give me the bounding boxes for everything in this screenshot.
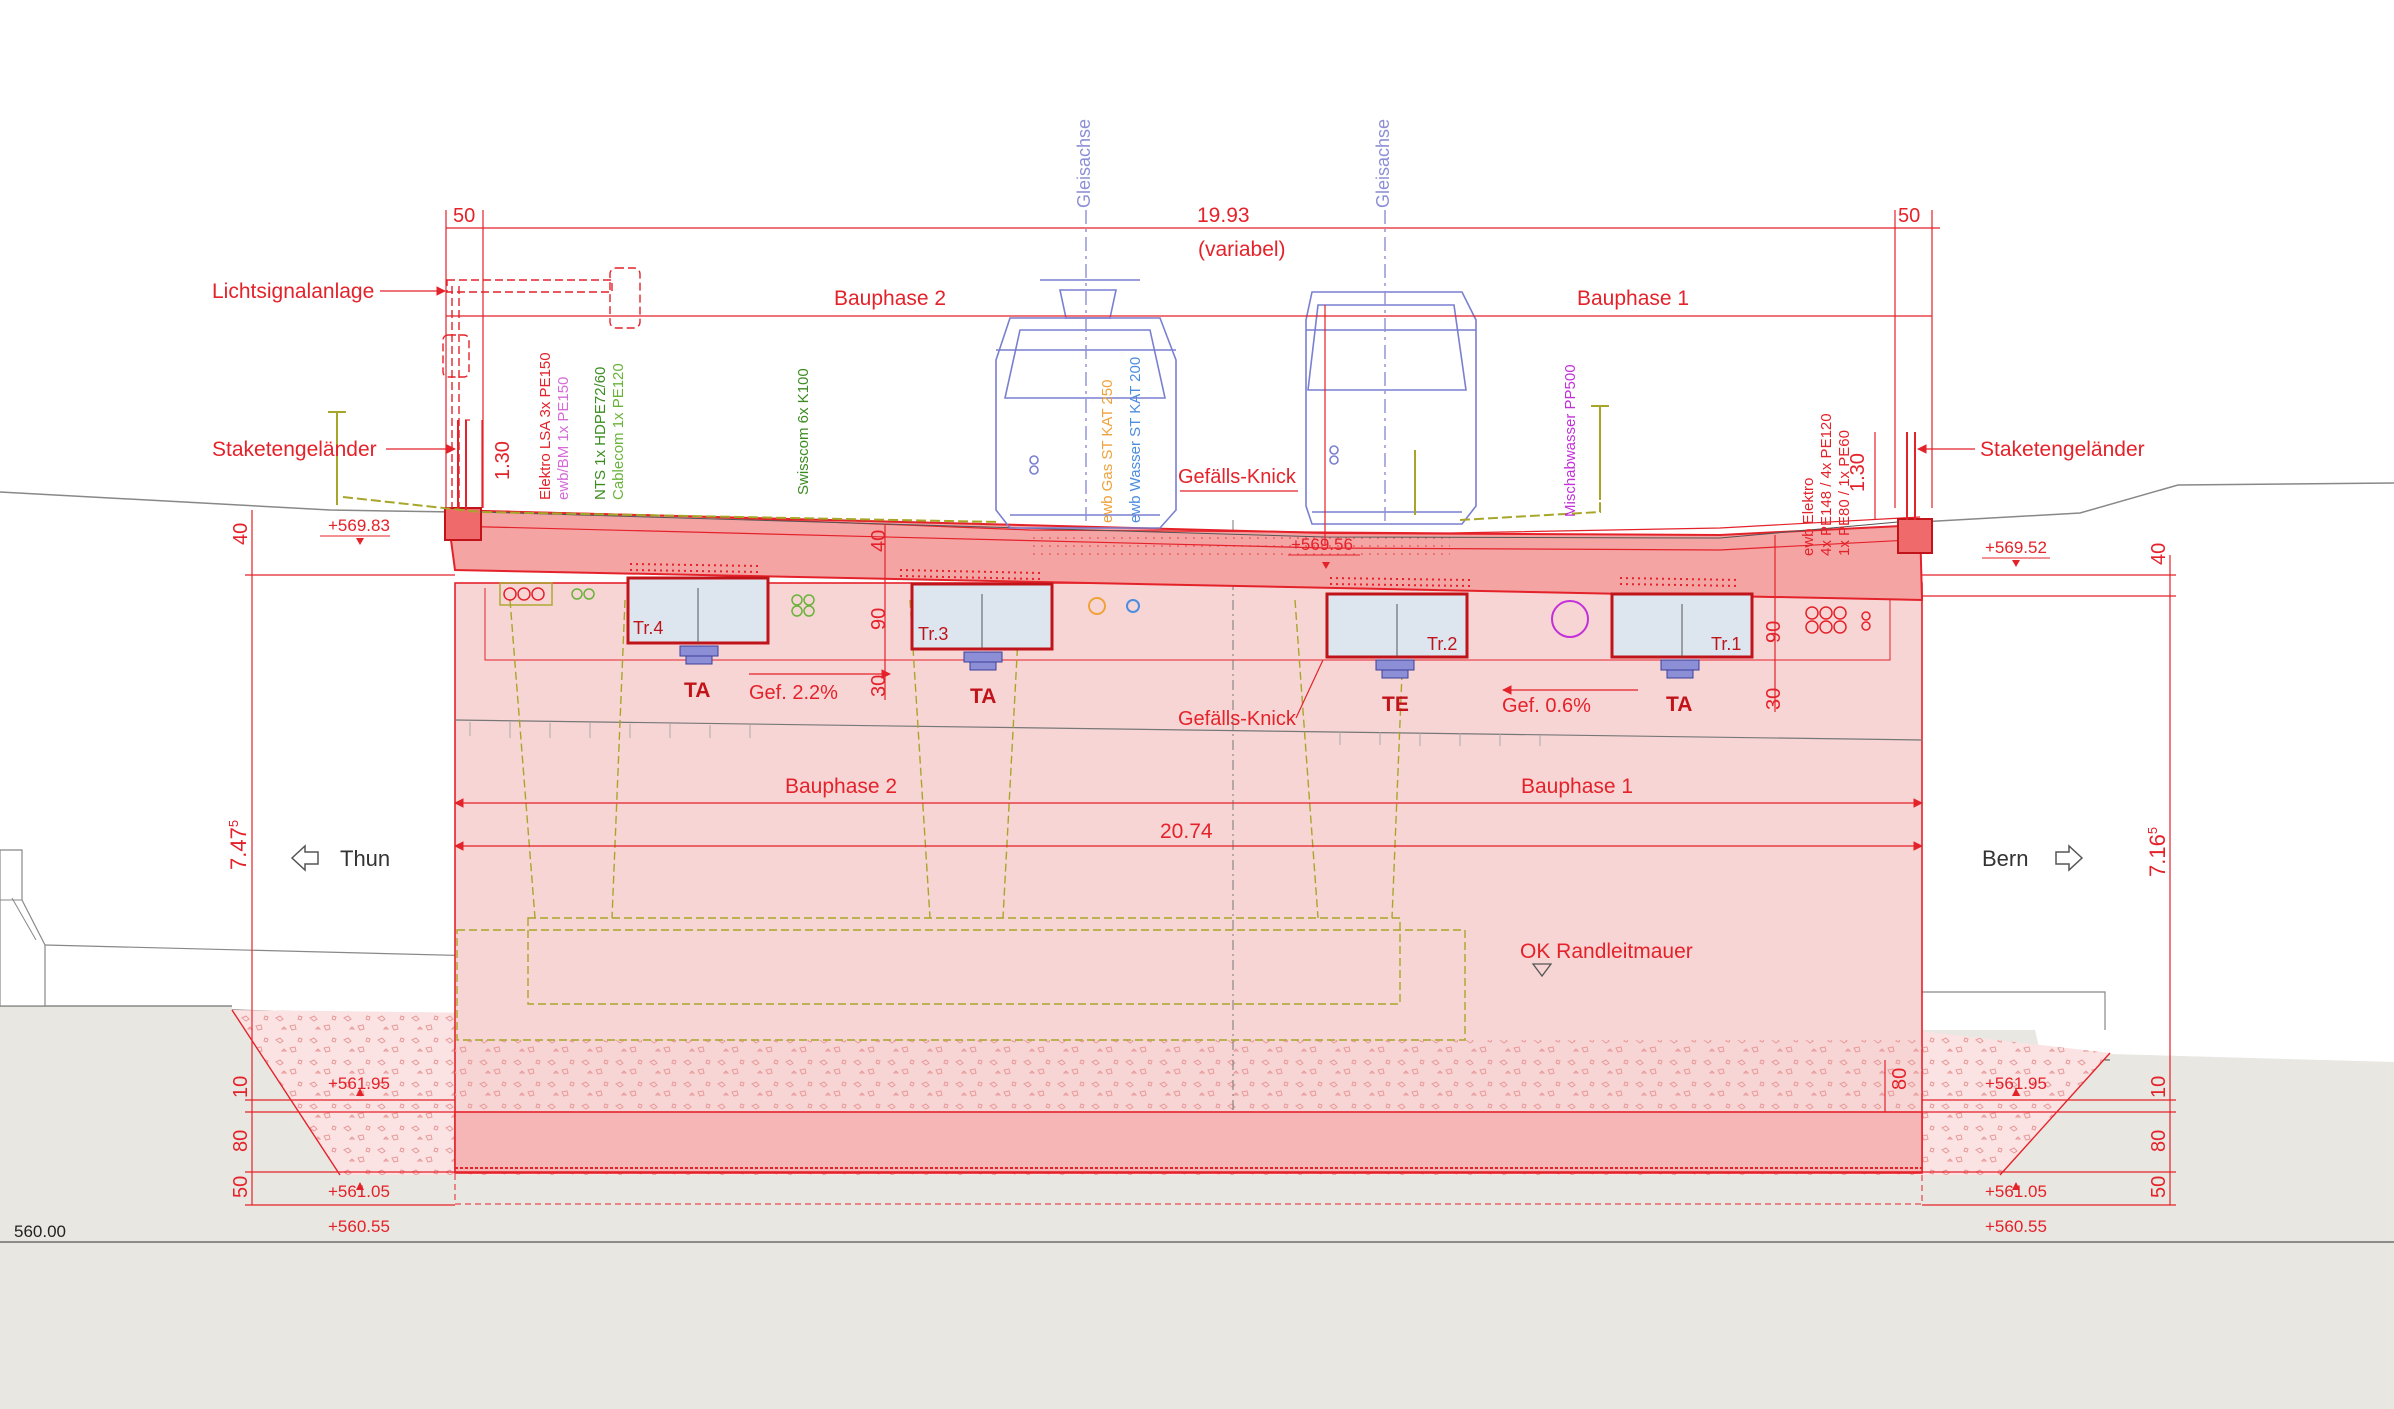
level-found-bot-left: +561.05 [328, 1182, 390, 1201]
dim-width-top: 19.93 [1197, 204, 1250, 227]
dim-found-50-right: 50 [2148, 1176, 2170, 1198]
direction-thun: Thun [340, 846, 390, 871]
gleisachse-right-label: Gleisachse [1373, 119, 1393, 208]
dim-web-90-left: 90 [868, 608, 890, 630]
dim-left-40: 40 [230, 523, 252, 545]
direction-bern: Bern [1982, 846, 2028, 871]
dim-found-10-right: 10 [2148, 1076, 2170, 1098]
tr3-label: Tr.3 [918, 624, 948, 644]
dim-found-10-left: 10 [230, 1076, 252, 1098]
bearing-te: TE [1382, 693, 1409, 716]
level-found-bot-right: +561.05 [1985, 1182, 2047, 1201]
slope-left-label: Gef. 2.2% [749, 682, 838, 704]
trough-tr1: Tr.1 [1610, 592, 1754, 659]
level-found-top-left: +561.95 [328, 1074, 390, 1093]
staketengelaender-right-label: Staketengeländer [1980, 438, 2145, 461]
slope-right-label: Gef. 0.6% [1502, 695, 1591, 717]
lichtsignalanlage-label: Lichtsignalanlage [212, 280, 374, 303]
bearings [679, 645, 1700, 679]
olive-lamp-poles [328, 405, 1609, 523]
tr2-label: Tr.2 [1427, 634, 1457, 654]
level-blind-left: +560.55 [328, 1217, 390, 1236]
utility-ewb-bm: ewb/BM 1x PE150 [555, 377, 572, 500]
bauphase2-mid-label: Bauphase 2 [785, 775, 897, 798]
conduits-right [1805, 606, 1871, 634]
dim-found-80-left: 80 [230, 1130, 252, 1152]
utility-ewb-elektro-1: ewb Elektro [1800, 478, 1817, 556]
railing-right [1906, 432, 1916, 520]
gleisachse-left-label: Gleisachse [1074, 119, 1094, 208]
level-blind-right: +560.55 [1985, 1217, 2047, 1236]
dim-width-bottom: 20.74 [1160, 820, 1213, 843]
randleitmauer-marker-icon [1531, 963, 1553, 978]
utility-ewb-wasser: ewb Wasser ST KAT 200 [1127, 357, 1144, 523]
dim-height-left: 7.475 [226, 820, 251, 870]
datum-level-label: 560.00 [14, 1222, 66, 1241]
dim-found-80-right: 80 [2148, 1130, 2170, 1152]
gefaells-knick-top: Gefälls-Knick [1178, 466, 1297, 488]
conduits-left [499, 582, 1589, 638]
utility-ewb-gas: ewb Gas ST KAT 250 [1099, 380, 1116, 523]
bauphase2-top-label: Bauphase 2 [834, 287, 946, 310]
left-vertical-dims [245, 510, 455, 1206]
level-deck-right: +569.52 [1985, 538, 2047, 557]
utility-nts: NTS 1x HDPE72/60 [592, 367, 609, 500]
dim-edge-left: 50 [453, 205, 475, 227]
thun-arrow-icon [290, 844, 319, 872]
dim-rail-height-left: 1.30 [492, 441, 514, 480]
trough-tr3: Tr.3 [910, 582, 1054, 651]
level-deck-left: +569.83 [328, 516, 390, 535]
dim-web-30-left: 30 [868, 675, 890, 697]
mid-dimensions [454, 798, 1923, 851]
tram-left [995, 279, 1177, 529]
top-dimensions [445, 210, 1940, 545]
tram-right [1305, 291, 1477, 525]
utility-mischabwasser: Mischabwasser PP500 [1562, 364, 1579, 517]
utility-swisscom: Swisscom 6x K100 [795, 368, 812, 495]
tr1-label: Tr.1 [1711, 634, 1741, 654]
trough-tr4: Tr.4 [626, 576, 770, 645]
utility-elektro-lsa: Elektro LSA 3x PE150 [537, 352, 554, 500]
bearing-ta-1: TA [684, 679, 710, 702]
bauphase1-mid-label: Bauphase 1 [1521, 775, 1633, 798]
dim-height-right: 7.165 [2145, 827, 2170, 877]
utility-ewb-elektro-2: 4x PE148 / 4x PE120 [1818, 413, 1835, 556]
dim-right-40: 40 [2148, 543, 2170, 565]
level-found-top-right: +561.95 [1985, 1074, 2047, 1093]
dim-variabel: (variabel) [1198, 238, 1286, 261]
bearing-ta-3: TA [1666, 693, 1692, 716]
dim-found-50-left: 50 [230, 1176, 252, 1198]
dim-edge-right: 50 [1898, 205, 1920, 227]
ok-randleitmauer-label: OK Randleitmauer [1520, 940, 1693, 963]
dim-web-40: 40 [868, 530, 890, 552]
bearing-ta-2: TA [970, 685, 996, 708]
utility-cablecom: Cablecom 1x PE120 [610, 363, 627, 500]
trough-tr2: Tr.2 [1325, 592, 1469, 659]
dim-gap-80: 80 [1889, 1068, 1911, 1090]
level-deck-mid: +569.56 [1291, 535, 1353, 554]
dim-web-30-right: 30 [1763, 688, 1785, 710]
right-vertical-dims [1922, 555, 2176, 1206]
staketengelaender-left-label: Staketengeländer [212, 438, 377, 461]
dim-web-90-right: 90 [1763, 621, 1785, 643]
bauphase1-top-label: Bauphase 1 [1577, 287, 1689, 310]
tr4-label: Tr.4 [633, 618, 663, 638]
bern-arrow-icon [2055, 844, 2084, 872]
dim-rail-height-right: 1.30 [1847, 453, 1869, 492]
bridge-abutment [454, 520, 1923, 1205]
utility-ewb-elektro-3: 1x PE80 / 1x PE60 [1836, 430, 1853, 556]
railing-left [457, 420, 467, 510]
level-markers [356, 538, 2020, 1190]
rail-height-dims [481, 420, 1876, 520]
gefaells-knick-bottom: Gefälls-Knick [1178, 708, 1297, 730]
